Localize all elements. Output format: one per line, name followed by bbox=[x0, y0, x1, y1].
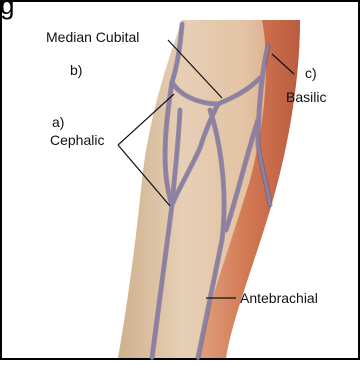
partial-title-text: g bbox=[0, 0, 14, 20]
label-b: b) bbox=[70, 63, 82, 77]
label-median-cubital: Median Cubital bbox=[46, 30, 139, 44]
label-c: c) bbox=[305, 66, 317, 80]
label-basilic: Basilic bbox=[286, 90, 326, 104]
label-antebrachial: Antebrachial bbox=[240, 291, 318, 305]
label-a: a) bbox=[52, 115, 64, 129]
label-cephalic: Cephalic bbox=[50, 133, 104, 147]
